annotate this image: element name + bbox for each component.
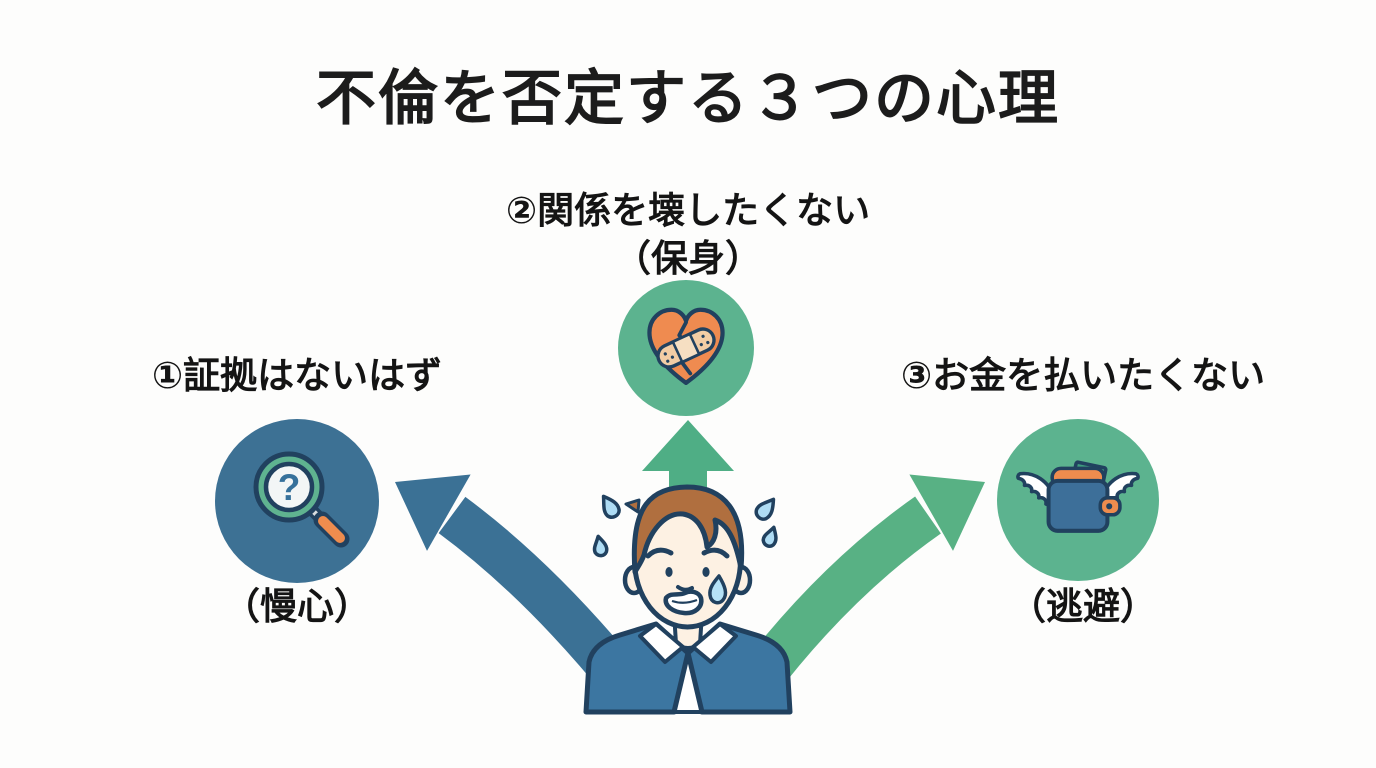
item-2-circle — [618, 280, 754, 416]
question-mark-glyph: ? — [278, 467, 301, 508]
item-1-circle: ? — [215, 419, 379, 583]
arrow-up-icon — [642, 420, 734, 508]
magnifier-handle — [318, 516, 345, 543]
eye-left — [665, 567, 673, 577]
winged-wallet-icon — [1016, 459, 1140, 533]
item-3-sublabel: （逃避） — [1009, 586, 1157, 627]
item-2-sublabel: （保身） — [614, 238, 762, 279]
left-wing — [1016, 471, 1056, 506]
tear-drop — [708, 574, 728, 605]
item-1-label: ①証拠はないはず — [151, 355, 443, 396]
eye-right — [702, 567, 710, 577]
item-3-circle — [997, 419, 1159, 581]
arrow-to-right-icon — [737, 474, 985, 699]
page-title: 不倫を否定する３つの心理 — [316, 65, 1060, 132]
magnifier-question-icon: ? — [253, 451, 350, 548]
broken-heart-bandage-icon — [647, 307, 725, 385]
collar-right — [691, 622, 738, 664]
item-3-label: ③お金を払いたくない — [900, 355, 1266, 396]
bandage-shape — [656, 327, 716, 369]
magnifier-lens — [263, 461, 315, 513]
item-1-sublabel: （慢心） — [223, 586, 371, 627]
worried-man-illustration — [583, 484, 793, 715]
hair — [631, 484, 745, 575]
eyebrow-right — [701, 547, 730, 559]
item-2-label: ②関係を壊したくない — [505, 190, 871, 231]
person-and-arrows-scene — [395, 420, 985, 715]
nose — [676, 585, 694, 592]
eyebrow-left — [645, 547, 674, 559]
collar-left — [638, 622, 685, 664]
sweat-drops — [592, 494, 778, 558]
clasp-button — [1106, 502, 1113, 509]
